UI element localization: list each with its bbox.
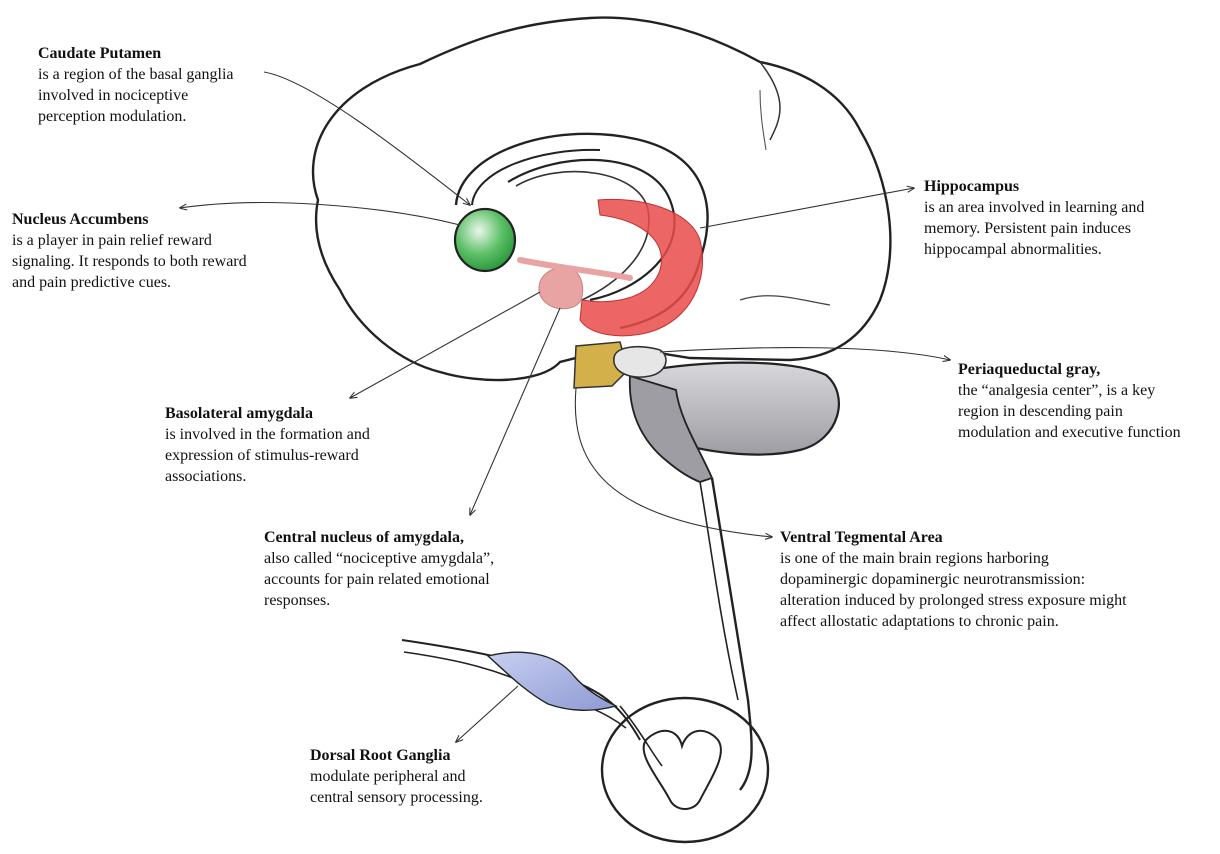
- label-description: modulate peripheral and central sensory …: [310, 766, 530, 808]
- leader-drg: [456, 686, 518, 742]
- label-title: Dorsal Root Ganglia: [310, 745, 530, 766]
- label-description: the “analgesia center”, is a key region …: [958, 380, 1218, 443]
- label-caudate-putamen: Caudate Putamen is a region of the basal…: [38, 43, 278, 127]
- label-description: is one of the main brain regions harbori…: [780, 548, 1190, 632]
- label-description: also called “nociceptive amygdala”, acco…: [264, 548, 564, 611]
- hippocampus-shape: [580, 199, 703, 335]
- label-title: Caudate Putamen: [38, 43, 278, 64]
- leader-basolateral: [350, 292, 540, 398]
- sulcus-line: [740, 296, 830, 305]
- label-basolateral-amygdala: Basolateral amygdala is involved in the …: [165, 403, 425, 487]
- label-hippocampus: Hippocampus is an area involved in learn…: [924, 176, 1204, 260]
- label-title: Hippocampus: [924, 176, 1204, 197]
- label-central-amygdala: Central nucleus of amygdala, also called…: [264, 527, 564, 611]
- leader-central: [470, 308, 560, 515]
- label-description: is a player in pain relief reward signal…: [12, 230, 302, 293]
- spinal-gray-matter: [644, 731, 721, 809]
- label-description: is involved in the formation and express…: [165, 424, 425, 487]
- label-periaqueductal-gray: Periaqueductal gray, the “analgesia cent…: [958, 359, 1218, 443]
- label-title: Periaqueductal gray,: [958, 359, 1218, 380]
- label-dorsal-root-ganglia: Dorsal Root Ganglia modulate peripheral …: [310, 745, 530, 808]
- label-title: Ventral Tegmental Area: [780, 527, 1190, 548]
- label-title: Basolateral amygdala: [165, 403, 425, 424]
- label-title: Central nucleus of amygdala,: [264, 527, 564, 548]
- label-ventral-tegmental-area: Ventral Tegmental Area is one of the mai…: [780, 527, 1190, 632]
- amygdala-shape: [539, 268, 583, 309]
- label-title: Nucleus Accumbens: [12, 209, 302, 230]
- dorsal-root-nerve: [620, 706, 662, 766]
- pag-shape: [614, 347, 666, 377]
- label-description: is a region of the basal ganglia involve…: [38, 64, 278, 127]
- sulcus-line: [760, 90, 766, 150]
- spinal-cord-line: [712, 478, 752, 790]
- leader-hippocampus: [700, 188, 914, 228]
- caudate-putamen-shape: [455, 209, 515, 271]
- label-description: is an area involved in learning and memo…: [924, 197, 1204, 260]
- dorsal-root-ganglion-shape: [488, 652, 616, 710]
- label-nucleus-accumbens: Nucleus Accumbens is a player in pain re…: [12, 209, 302, 293]
- leader-caudate: [264, 72, 470, 205]
